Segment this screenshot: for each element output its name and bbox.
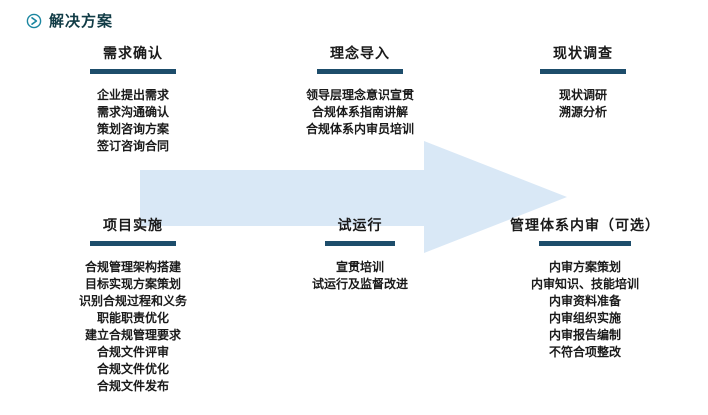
list-item: 宣贯培训 <box>335 260 384 274</box>
list-item: 内审资料准备 <box>548 294 621 308</box>
step-item-list: 合规管理架构搭建目标实现方案策划识别合规过程和义务职能职责优化建立合规管理要求合… <box>33 259 233 395</box>
list-item: 内审方案策划 <box>548 260 621 274</box>
step-item-list: 宣贯培训试运行及监督改进 <box>260 259 460 293</box>
step-title: 理念导入 <box>330 47 390 62</box>
list-item: 合规体系指南讲解 <box>311 105 408 119</box>
step-item-list: 领导层理念意识宣贯合规体系指南讲解合规体系内审员培训 <box>260 87 460 138</box>
list-item: 合规文件评审 <box>96 345 169 359</box>
step-item-list: 内审方案策划内审知识、技能培训内审资料准备内审组织实施内审报告编制不符合项整改 <box>473 259 697 361</box>
list-item: 合规文件优化 <box>96 362 169 376</box>
list-item: 职能职责优化 <box>96 311 169 325</box>
list-item: 识别合规过程和义务 <box>78 294 187 308</box>
list-item: 不符合项整改 <box>548 345 621 359</box>
list-item: 内审知识、技能培训 <box>530 277 639 291</box>
list-item: 合规管理架构搭建 <box>84 260 181 274</box>
title-underline-bar <box>325 241 395 246</box>
list-item: 合规文件发布 <box>96 379 169 393</box>
list-item: 溯源分析 <box>558 105 607 119</box>
step-title: 项目实施 <box>103 219 163 234</box>
list-item: 目标实现方案策划 <box>84 277 181 291</box>
list-item: 领导层理念意识宣贯 <box>305 88 414 102</box>
step-title: 管理体系内审（可选） <box>510 219 660 234</box>
list-item: 试运行及监督改进 <box>311 277 408 291</box>
step-internal-audit: 管理体系内审（可选） 内审方案策划内审知识、技能培训内审资料准备内审组织实施内审… <box>473 218 697 361</box>
step-requirement-confirmation: 需求确认 企业提出需求需求沟通确认策划咨询方案签订咨询合同 <box>33 46 233 155</box>
step-title: 需求确认 <box>103 47 163 62</box>
list-item: 策划咨询方案 <box>96 122 169 136</box>
play-circle-icon <box>26 13 42 29</box>
list-item: 内审组织实施 <box>548 311 621 325</box>
list-item: 现状调研 <box>558 88 607 102</box>
step-project-implementation: 项目实施 合规管理架构搭建目标实现方案策划识别合规过程和义务职能职责优化建立合规… <box>33 218 233 395</box>
page-header: 解决方案 <box>26 10 113 31</box>
list-item: 内审报告编制 <box>548 328 621 342</box>
title-underline-bar <box>90 69 176 74</box>
list-item: 合规体系内审员培训 <box>305 122 414 136</box>
step-concept-introduction: 理念导入 领导层理念意识宣贯合规体系指南讲解合规体系内审员培训 <box>260 46 460 138</box>
list-item: 需求沟通确认 <box>96 105 169 119</box>
step-item-list: 现状调研溯源分析 <box>483 87 683 121</box>
step-item-list: 企业提出需求需求沟通确认策划咨询方案签订咨询合同 <box>33 87 233 155</box>
list-item: 签订咨询合同 <box>96 139 169 153</box>
step-title: 现状调查 <box>553 47 613 62</box>
list-item: 建立合规管理要求 <box>84 328 181 342</box>
title-underline-bar <box>317 69 403 74</box>
title-underline-bar <box>90 241 176 246</box>
title-underline-bar <box>540 69 626 74</box>
step-title: 试运行 <box>337 219 383 234</box>
step-status-survey: 现状调查 现状调研溯源分析 <box>483 46 683 121</box>
page-title: 解决方案 <box>49 14 114 30</box>
title-underline-bar <box>539 241 631 246</box>
list-item: 企业提出需求 <box>96 88 169 102</box>
step-trial-run: 试运行 宣贯培训试运行及监督改进 <box>260 218 460 293</box>
